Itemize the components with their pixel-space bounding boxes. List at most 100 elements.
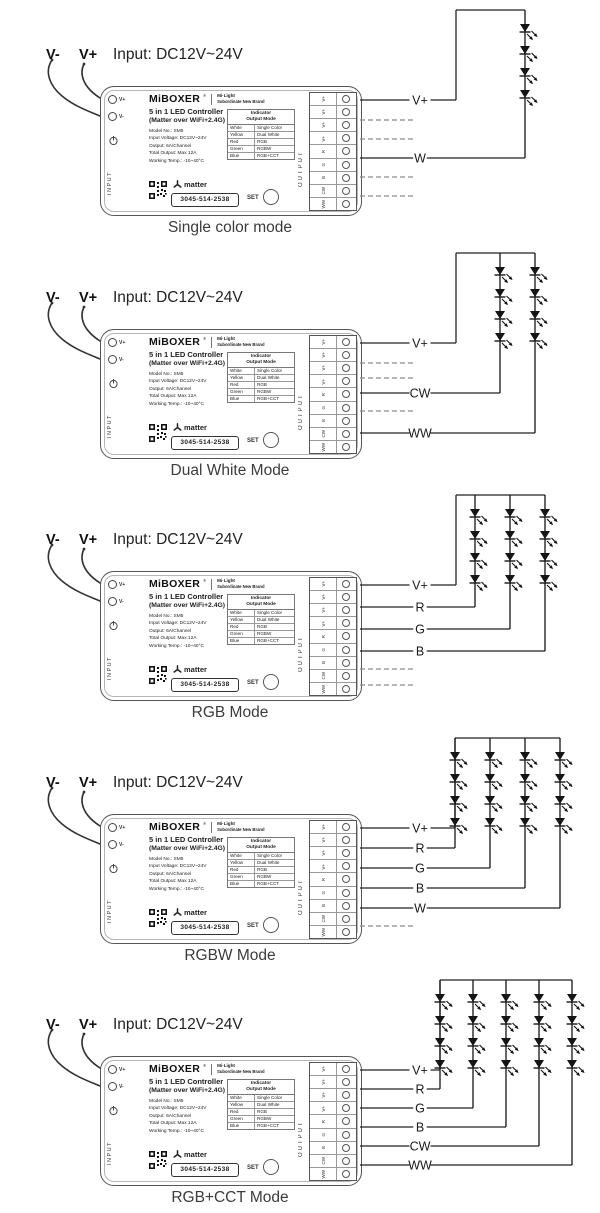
input-terminal-negative: V- bbox=[108, 1082, 124, 1091]
wiring-mode-section: V- V+ Input: DC12V~24V V+ V- bbox=[0, 970, 600, 1213]
matter-text: matter bbox=[184, 1150, 207, 1159]
qr-code bbox=[149, 424, 167, 442]
terminal-circle bbox=[342, 1156, 350, 1165]
terminal-label: V- bbox=[119, 113, 124, 120]
indicator-color: Yellow bbox=[228, 859, 255, 866]
led-string bbox=[500, 980, 519, 1127]
indicator-color: Blue bbox=[228, 152, 255, 159]
indicator-color: Red bbox=[228, 623, 255, 630]
output-terminal-row: CW bbox=[310, 669, 356, 683]
input-terminal-positive: V+ bbox=[108, 823, 125, 832]
output-terminal-row: V+ bbox=[310, 578, 356, 592]
indicator-mode: RGBW bbox=[257, 874, 272, 880]
output-terminal-label: V+ bbox=[320, 1066, 326, 1072]
spec-line: Working Temp.: -10~40°C bbox=[149, 401, 204, 407]
input-side-label: INPUT bbox=[107, 171, 113, 195]
wiring-mode-section: V- V+ Input: DC12V~24V V+ V- bbox=[0, 728, 600, 971]
spec-line: Working Temp.: -10~40°C bbox=[149, 886, 204, 892]
output-terminal-row: WW bbox=[310, 197, 356, 210]
table-header-line2: Output Mode bbox=[246, 601, 276, 607]
set-label: SET bbox=[247, 680, 259, 686]
terminal-circle bbox=[108, 95, 117, 104]
output-terminal-row: CW bbox=[310, 1154, 356, 1168]
power-icon bbox=[109, 621, 118, 631]
indicator-mode: RGB+CCT bbox=[257, 881, 280, 887]
registered-mark: ® bbox=[203, 336, 207, 341]
terminal-circle bbox=[108, 355, 117, 364]
matter-text: matter bbox=[184, 423, 207, 432]
terminal-circle bbox=[342, 645, 350, 654]
product-title: 5 in 1 LED Controller bbox=[149, 592, 224, 601]
controller-face bbox=[104, 1060, 358, 1182]
led-controller: V+ V- INPUT MiBOXER ® Mi·Light Subordina… bbox=[100, 329, 362, 459]
output-terminal-label: V+ bbox=[320, 837, 326, 843]
indicator-mode: Single Color bbox=[257, 1095, 283, 1101]
output-terminal-label: V+ bbox=[320, 824, 326, 830]
wire-label: G bbox=[415, 862, 425, 876]
input-wires bbox=[47, 301, 101, 360]
wire-label: R bbox=[415, 1083, 424, 1097]
product-title: 5 in 1 LED Controller bbox=[149, 107, 224, 116]
set-label: SET bbox=[247, 438, 259, 444]
input-header: V- V+ Input: DC12V~24V bbox=[46, 289, 243, 307]
input-negative-label: V- bbox=[46, 1017, 60, 1033]
negative-wire bbox=[47, 59, 101, 117]
negative-wire bbox=[47, 1029, 101, 1087]
output-terminal-row: V+ bbox=[310, 847, 356, 861]
input-wires bbox=[47, 1028, 101, 1087]
set-label: SET bbox=[247, 923, 259, 929]
output-side-label: OUTPUT bbox=[298, 393, 304, 430]
terminal-circle bbox=[342, 134, 350, 143]
output-terminal-row: V+ bbox=[310, 591, 356, 605]
indicator-color: Yellow bbox=[228, 131, 255, 138]
indicator-mode: RGB+CCT bbox=[257, 638, 280, 644]
terminal-circle bbox=[342, 849, 350, 858]
controller-face bbox=[104, 818, 358, 940]
spec-line: Input Voltage: DC12V~24V bbox=[149, 1106, 207, 1112]
certification-code: 3045-514-2538 bbox=[171, 193, 239, 207]
output-terminal-label: CW bbox=[320, 187, 326, 195]
spec-line: Model No.: SM5 bbox=[149, 129, 184, 134]
power-icon bbox=[109, 1106, 118, 1116]
output-wiring: V+RGB bbox=[360, 494, 558, 686]
output-side-label: OUTPUT bbox=[298, 1120, 304, 1157]
led-string bbox=[504, 495, 523, 629]
product-subtitle: (Matter over WiFi+2.4G) bbox=[149, 1086, 226, 1094]
positive-wire bbox=[81, 306, 101, 342]
wire-label: B bbox=[416, 882, 424, 896]
input-header: V- V+ Input: DC12V~24V bbox=[46, 46, 243, 64]
registered-mark: ® bbox=[203, 821, 207, 826]
terminal-circle bbox=[342, 914, 350, 923]
matter-icon bbox=[173, 1150, 182, 1158]
spec-line: Output: 6A/Channel bbox=[149, 143, 192, 149]
product-subtitle: (Matter over WiFi+2.4G) bbox=[149, 844, 226, 852]
output-terminal-row: WW bbox=[310, 925, 356, 938]
registered-mark: ® bbox=[203, 578, 207, 583]
terminal-circle bbox=[342, 580, 350, 589]
wire-labels: V+RGB bbox=[409, 578, 431, 659]
terminal-circle bbox=[342, 1130, 350, 1139]
set-button bbox=[263, 674, 279, 690]
terminal-circle bbox=[342, 95, 350, 104]
indicator-color: Green bbox=[228, 873, 255, 880]
positive-wire bbox=[81, 1033, 101, 1069]
output-terminal-label: G bbox=[320, 890, 326, 895]
input-positive-label: V+ bbox=[79, 1017, 98, 1033]
mode-caption: Dual White Mode bbox=[170, 462, 290, 479]
wire-label: W bbox=[414, 902, 426, 916]
led-controller: V+ V- INPUT MiBOXER ® Mi·Light Subordina… bbox=[100, 814, 362, 944]
input-negative-label: V- bbox=[46, 775, 60, 791]
output-terminal-row: R bbox=[310, 1115, 356, 1129]
output-terminal-row: G bbox=[310, 158, 356, 172]
input-header: V- V+ Input: DC12V~24V bbox=[46, 531, 243, 549]
output-terminal-label: R bbox=[320, 392, 326, 397]
